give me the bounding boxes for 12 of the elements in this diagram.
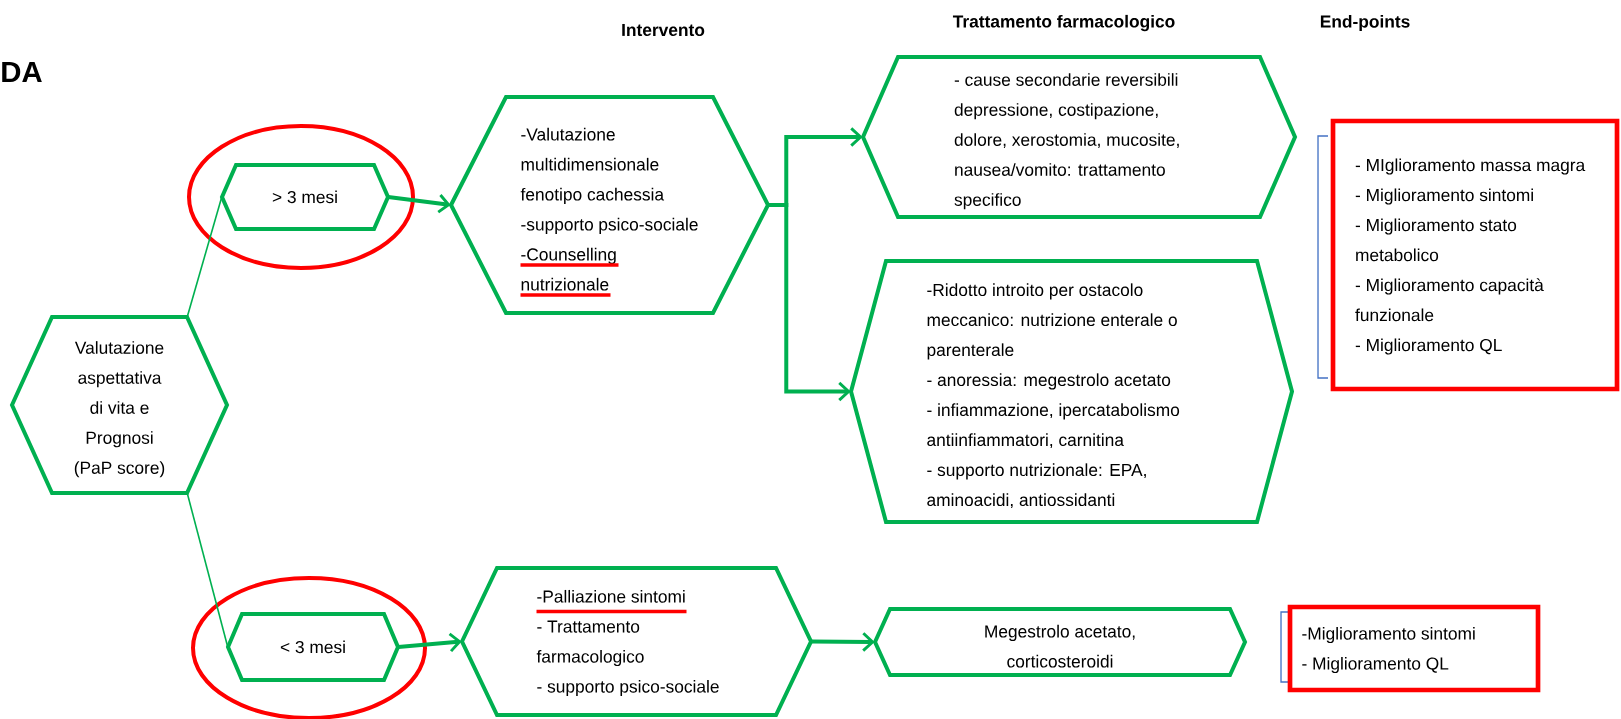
heading-fragment: DA (2, 61, 42, 83)
column-header: Trattamento farmacologico (952, 14, 1175, 32)
connector-line (186, 492, 229, 648)
arrow (768, 203, 851, 402)
arrow (398, 632, 462, 653)
outcome-box: - MIglioramento massa magra - Miglioramento sintomi - Miglioramento stato metabolico - Miglioramento capacità funzionale - Miglioramento QL (1330, 118, 1620, 392)
column-header: Intervento (622, 23, 705, 37)
outcome-box: -Miglioramento sintomi - Miglioramento QL (1287, 604, 1541, 693)
arrow (811, 632, 875, 652)
column-header: End-points (1320, 14, 1410, 32)
connector-line (186, 196, 223, 318)
arrow (388, 194, 451, 214)
